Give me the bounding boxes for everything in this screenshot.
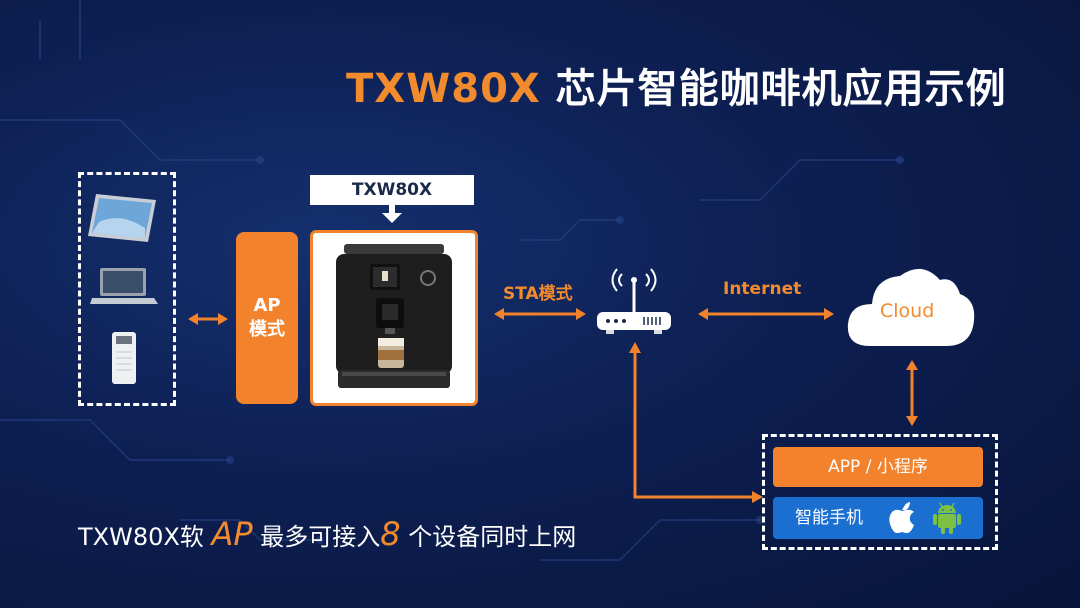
sta-mode-label: STA模式 — [503, 279, 573, 304]
ap-mode-label: 模式 — [236, 318, 298, 342]
caption-part1: TXW80X软 — [78, 523, 211, 551]
app-miniprogram-box: APP / 小程序 — [773, 447, 983, 487]
internet-label: Internet — [723, 279, 801, 299]
air-purifier-icon — [110, 330, 138, 386]
coffee-machine-icon — [330, 242, 458, 392]
ap-label: AP — [236, 294, 298, 318]
ap-mode-box: AP 模式 — [236, 232, 298, 404]
caption-part3: 个设备同时上网 — [401, 523, 577, 551]
caption-ap: AP — [211, 515, 252, 553]
title-highlight: TXW80X — [346, 66, 541, 112]
page-title: TXW80X 芯片智能咖啡机应用示例 — [346, 56, 1007, 114]
arrow-devices-ap — [188, 312, 228, 326]
caption-part2: 最多可接入 — [253, 523, 381, 551]
arrow-machine-router — [494, 307, 586, 321]
cloud-label: Cloud — [880, 300, 934, 322]
android-icon — [932, 502, 962, 534]
arrow-cloud-phone — [905, 360, 919, 426]
caption-number: 8 — [380, 515, 400, 553]
laptop-icon — [90, 266, 158, 308]
title-rest: 芯片智能咖啡机应用示例 — [541, 66, 1007, 112]
chip-arrow — [382, 205, 402, 225]
chip-tag: TXW80X — [310, 175, 474, 205]
arrow-router-cloud — [698, 307, 834, 321]
arrow-router-phone — [627, 342, 763, 508]
smartphone-label: 智能手机 — [795, 508, 863, 528]
bottom-caption: TXW80X软 AP 最多可接入8 个设备同时上网 — [78, 515, 576, 553]
tablet-icon — [86, 192, 158, 244]
router-icon — [594, 262, 674, 338]
apple-icon — [888, 501, 916, 535]
